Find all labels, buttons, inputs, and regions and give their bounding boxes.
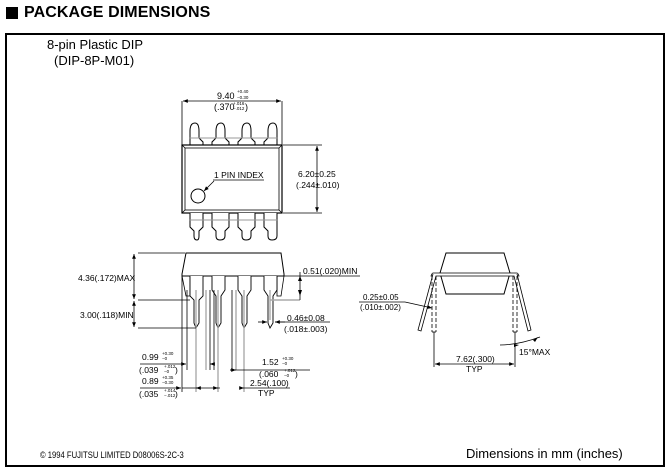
package-body-top: [181, 144, 283, 214]
length-inch: (.370: [214, 102, 235, 112]
length-inch-tol-minus: −.012: [233, 106, 245, 111]
length-mm-tol-plus: +0.40: [237, 89, 249, 94]
pin: [263, 213, 278, 241]
top-pins-upper: [189, 122, 278, 145]
pin: [237, 213, 256, 241]
lead-thickness-inch: (.010±.002): [360, 303, 401, 312]
pin: [189, 122, 204, 145]
shoulder-b-inch: (.035: [139, 389, 159, 399]
standoff-min: 0.51(.020)MIN: [303, 266, 357, 276]
pin: [211, 122, 230, 145]
svg-text:−0: −0: [284, 373, 290, 378]
width-inch: (.244±.010): [296, 180, 340, 190]
row-spacing: 7.62(.300): [456, 354, 495, 364]
svg-text:−0.30: −0.30: [162, 380, 174, 385]
svg-text:+0.30: +0.30: [162, 351, 174, 356]
svg-text:+.012: +.012: [284, 368, 296, 373]
package-title: 8-pin Plastic DIP (DIP-8P-M01): [47, 37, 143, 69]
top-pins-lower: [189, 213, 278, 241]
length-inch-tol-plus: +.016: [233, 101, 245, 106]
svg-text:−0: −0: [162, 356, 168, 361]
svg-text:+.012: +.012: [164, 364, 176, 369]
copyright-notice: © 1994 FUJITSU LIMITED D08006S-2C-3: [40, 450, 184, 460]
lead-width-inch: (.018±.003): [284, 324, 328, 334]
svg-text:+.014: +.014: [164, 388, 176, 393]
length-mm-tol-minus: −0.30: [237, 95, 249, 100]
height-max: 4.36(.172)MAX: [78, 273, 135, 283]
pin: [237, 122, 256, 145]
end-view: 0.25±0.05 (.010±.002) 7.62(.300) TYP 15°…: [359, 252, 551, 374]
shoulder-a-inch: (.039: [139, 365, 159, 375]
svg-text:+0.35: +0.35: [162, 375, 174, 380]
section-title: PACKAGE DIMENSIONS: [24, 4, 211, 21]
shoulder-a-mm: 0.99: [142, 352, 159, 362]
svg-text:−0: −0: [282, 361, 288, 366]
shoulder-c-mm: 1.52: [262, 357, 279, 367]
lead-length-min: 3.00(.118)MIN: [80, 310, 134, 320]
pin: [211, 213, 230, 241]
pitch-note: TYP: [258, 388, 275, 398]
svg-text:+0.30: +0.30: [282, 356, 294, 361]
length-mm: 9.40: [217, 91, 235, 101]
units-note: Dimensions in mm (inches): [466, 446, 623, 461]
package-name: 8-pin Plastic DIP: [47, 37, 144, 52]
package-body-side: [181, 252, 285, 277]
shoulder-b-mm: 0.89: [142, 376, 159, 386]
row-spacing-note: TYP: [466, 364, 483, 374]
top-view: 1 PIN INDEX 9.40 +0.40 −0.30 (.370 +.016…: [181, 89, 340, 241]
drawing-frame: [5, 33, 665, 467]
svg-text:): ): [245, 102, 248, 112]
svg-text:): ): [175, 389, 178, 399]
lead-angle: 15°MAX: [519, 347, 551, 357]
pin: [189, 213, 204, 241]
width-mm: 6.20±0.25: [298, 169, 336, 179]
pin-1-index-mark: [190, 188, 206, 204]
svg-text:): ): [295, 369, 298, 379]
svg-text:−0: −0: [164, 369, 170, 374]
pin-index-label: 1 PIN INDEX: [214, 170, 264, 180]
svg-text:−.012: −.012: [164, 393, 176, 398]
lead-thickness-mm: 0.25±0.05: [363, 293, 399, 302]
black-square-icon: [6, 7, 18, 19]
lead-width-mm: 0.46±0.08: [287, 313, 325, 323]
side-pins: [189, 276, 278, 330]
package-code: (DIP-8P-M01): [54, 53, 135, 68]
side-view: 4.36(.172)MAX 3.00(.118)MIN 0.51(.020)MI…: [78, 252, 360, 399]
shoulder-c-inch: (.060: [259, 369, 279, 379]
pitch: 2.54(.100): [250, 378, 289, 388]
section-heading: PACKAGE DIMENSIONS: [6, 4, 210, 22]
pin: [263, 122, 278, 145]
svg-text:): ): [175, 365, 178, 375]
